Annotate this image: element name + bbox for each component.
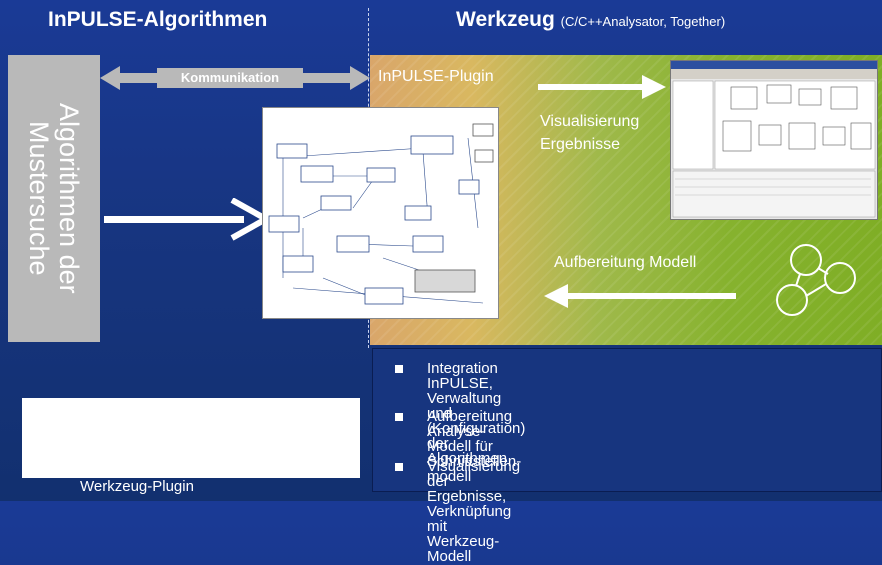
- right-title: Werkzeug (C/C++Analysator, Together): [456, 8, 725, 32]
- algorithm-box-label: Algorithmen der Mustersuche: [8, 55, 100, 342]
- tool-screenshot-image: [671, 61, 877, 218]
- bullet-marker: [395, 463, 403, 471]
- bullet-text: Aufbereitung Analyse-Modell für Schnitts…: [427, 409, 521, 484]
- right-title-sub: (C/C++Analysator, Together): [560, 14, 726, 29]
- aufbereitung-label: Aufbereitung Modell: [554, 254, 697, 271]
- right-arrow-icon: [538, 75, 666, 99]
- uml-diagram: [262, 107, 499, 319]
- bullet-line: Aufbereitung Analyse-Modell für Schnitts…: [427, 408, 522, 470]
- right-title-main: Werkzeug: [456, 8, 555, 31]
- algorithm-box-text: Algorithmen der Mustersuche: [24, 103, 84, 294]
- algorithm-arrow-icon: [104, 198, 272, 241]
- visualisierung-line-1: Visualisierung: [540, 113, 640, 130]
- bullet-text: Visualisierung der Ergebnisse, Verknüpfu…: [427, 459, 520, 564]
- bullet-line: (Konfiguration) der Algorithmen: [427, 420, 526, 467]
- bullet-line: modell: [427, 468, 472, 485]
- bullet-list: Integration InPULSE, Verwaltung und (Kon…: [372, 348, 882, 564]
- bullet-line: Werkzeug-Modell: [427, 533, 500, 565]
- bullet-line: Visualisierung der Ergebnisse, Verknüpfu…: [427, 458, 521, 535]
- left-title: InPULSE-Algorithmen: [48, 8, 268, 31]
- cycle-graph-icon: [776, 244, 856, 316]
- visualisierung-line-2: Ergebnisse: [540, 136, 621, 153]
- bullet-marker: [395, 365, 403, 373]
- left-arrow-icon: [544, 284, 736, 308]
- uml-diagram-image: [268, 123, 494, 305]
- werkzeug-plugin-box: [22, 398, 360, 478]
- tool-screenshot: [670, 60, 878, 220]
- visualisierung-label: Visualisierung Ergebnisse: [540, 110, 639, 156]
- bullet-text: Integration InPULSE, Verwaltung und (Kon…: [427, 361, 525, 466]
- kommunikation-label: Kommunikation: [157, 68, 303, 88]
- werkzeug-plugin-label: Werkzeug-Plugin: [80, 478, 194, 495]
- bullet-line: Integration InPULSE, Verwaltung und: [427, 360, 502, 422]
- algorithm-box: [8, 55, 100, 342]
- plugin-label: InPULSE-Plugin: [378, 68, 494, 85]
- bullet-marker: [395, 413, 403, 421]
